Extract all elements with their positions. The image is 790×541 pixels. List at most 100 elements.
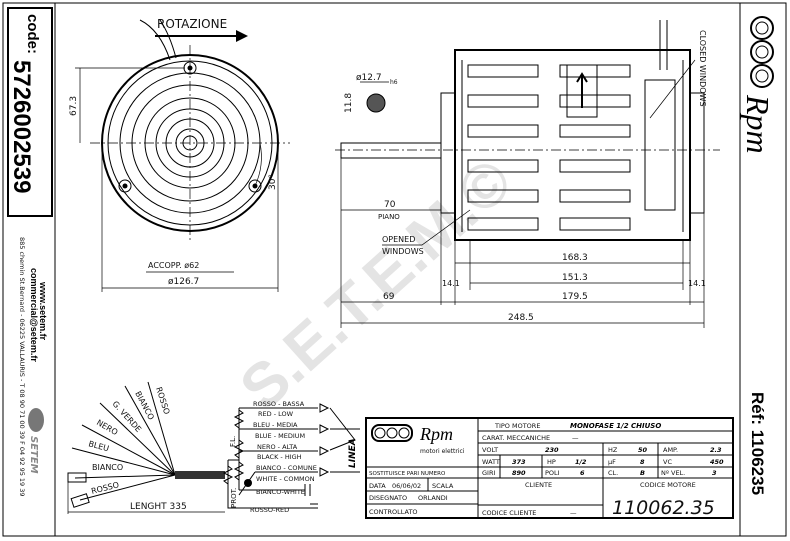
dim-70: 70 <box>384 200 396 210</box>
wire-bianco-comune: BIANCO - COMUNE <box>256 464 317 472</box>
wire-rosso-bassa: ROSSO - BASSA <box>253 400 305 408</box>
svg-text:SETEM: SETEM <box>28 436 39 474</box>
data-value: 06/06/02 <box>392 482 421 490</box>
volt-value: 230 <box>545 446 559 454</box>
uf-label: µF <box>608 458 616 466</box>
side-view: ø12.7 h6 11.8 CLOSED WINDOWS OPENED WIND… <box>335 20 720 328</box>
codice-cliente-label: CODICE CLIENTE <box>482 509 536 517</box>
sostituisce-label: SOSTITUISCE PARI NUMERO <box>369 471 446 477</box>
front-view: ROTAZIONE 67.3 30° ACCOPP. ø62 <box>69 17 290 292</box>
wire-label-bleu: BLEU <box>87 439 110 453</box>
reference-label: Réf: 1106235 <box>748 392 767 495</box>
address: 885 chemin St.Bernard - 06225 VALLAURIS … <box>18 237 26 497</box>
sidebar: code: 5726002539 www.setem.fr commercial… <box>7 7 53 497</box>
watt-value: 373 <box>512 458 526 466</box>
hz-value: 50 <box>638 446 648 454</box>
dim-accopp: ACCOPP. ø62 <box>148 261 199 270</box>
wire-bianco-white: BIANCO-WHITE <box>256 488 305 496</box>
fl-label: F.L. <box>229 436 237 447</box>
dim-diameter: ø126.7 <box>168 277 199 287</box>
prot-label: PROT. <box>230 488 238 508</box>
rpm-logo-coils <box>750 16 774 88</box>
dim-height: 67.3 <box>69 96 79 116</box>
hz-label: HZ <box>608 446 618 454</box>
title-logo: Rpm motori elettrici <box>371 424 465 455</box>
shaft-tolerance: h6 <box>390 79 398 86</box>
disegnato-label: DISEGNATO <box>369 494 407 502</box>
controllato-label: CONTROLLATO <box>369 508 418 516</box>
data-label: DATA <box>369 482 386 490</box>
dim-14-right: 14.1 <box>688 279 706 288</box>
dim-179: 179.5 <box>562 292 588 302</box>
wire-label-bianco-2: BIANCO <box>92 463 123 472</box>
dim-angle: 30° <box>268 174 278 190</box>
closed-windows-label: CLOSED WINDOWS <box>698 30 707 107</box>
dim-151: 151.3 <box>562 273 588 283</box>
amp-label: AMP. <box>663 446 678 454</box>
rpm-logo-text: Rpm <box>740 94 776 154</box>
linea-label: LINEA <box>348 438 358 468</box>
poli-value: 6 <box>580 469 585 477</box>
window-slots <box>467 64 676 231</box>
uf-value: 8 <box>640 458 645 466</box>
wire-red-low: RED - LOW <box>258 410 294 418</box>
dim-248: 248.5 <box>508 313 534 323</box>
giri-value: 890 <box>512 469 526 477</box>
cliente-label: CLIENTE <box>525 481 552 489</box>
wire-blue-medium: BLUE - MEDIUM <box>255 432 305 440</box>
carat-value: — <box>572 434 579 442</box>
codice-motore-label: CODICE MOTORE <box>640 481 696 489</box>
wire-bleu-media: BLEU - MEDIA <box>253 421 298 429</box>
scala-label: SCALA <box>432 482 454 490</box>
email-link[interactable]: commercial@setem.fr <box>29 268 39 362</box>
amp-value: 2.3 <box>710 446 722 454</box>
vc-label: VC <box>663 458 672 466</box>
volt-label: VOLT <box>482 446 498 454</box>
right-bar: Rpm Réf: 1106235 <box>740 16 776 495</box>
vel-label: Nº VEL. <box>661 469 685 477</box>
lead-wires <box>139 19 177 61</box>
wire-length: LENGHT 335 <box>130 502 187 512</box>
svg-text:Rpm: Rpm <box>419 424 453 444</box>
wire-black-high: BLACK - HIGH <box>257 453 302 461</box>
dim-69: 69 <box>383 292 395 302</box>
disegnato-value: ORLANDI <box>418 494 448 502</box>
title-block: Rpm motori elettrici TIPO MOTORE MONOFAS… <box>365 417 734 519</box>
shaft-flat: 11.8 <box>344 93 354 113</box>
vel-value: 3 <box>712 469 717 477</box>
tipo-motore-value: MONOFASE 1/2 CHIUSO <box>570 422 661 430</box>
motor-front <box>90 19 290 240</box>
vc-value: 450 <box>710 458 724 466</box>
poli-label: POLI <box>545 469 560 477</box>
codice-cliente-value: — <box>570 509 577 517</box>
giri-label: GIRI <box>482 469 495 477</box>
codice-motore-value: 110062.35 <box>612 497 715 519</box>
svg-text:motori elettrici: motori elettrici <box>420 448 465 455</box>
hp-value: 1/2 <box>575 458 587 466</box>
wire-white-common: WHITE - COMMON <box>256 475 315 483</box>
shaft-diameter: ø12.7 <box>356 73 382 83</box>
wire-label-bianco-1: BIANCO <box>133 390 156 422</box>
opened-windows-label-1: OPENED <box>382 235 415 244</box>
cl-label: CL. <box>608 469 618 477</box>
shaft <box>340 142 442 159</box>
tipo-motore-label: TIPO MOTORE <box>494 422 540 430</box>
dim-168: 168.3 <box>562 253 588 263</box>
code-label: code: <box>24 14 41 54</box>
shaft-section <box>366 93 386 113</box>
opened-windows-label-2: WINDOWS <box>382 247 424 256</box>
dim-14-left: 14.1 <box>442 279 460 288</box>
wire-harness: ROSSO BIANCO G. VERDE NERO BLEU BIANCO R… <box>67 381 225 514</box>
wiring-schematic: F.L. PROT. LINEA ROSSO - BASSA RED - LOW… <box>222 400 360 514</box>
website-link[interactable]: www.setem.fr <box>38 281 48 341</box>
hp-label: HP <box>547 458 556 466</box>
dim-piano: PIANO <box>378 213 400 221</box>
wire-rosso-red: ROSSO-RED <box>250 506 289 514</box>
setem-logo: SETEM <box>28 408 44 474</box>
cl-value: B <box>640 469 645 477</box>
wire-nero-alta: NERO - ALTA <box>257 443 298 451</box>
code-value: 5726002539 <box>8 60 35 193</box>
rotation-label: ROTAZIONE <box>157 17 227 31</box>
